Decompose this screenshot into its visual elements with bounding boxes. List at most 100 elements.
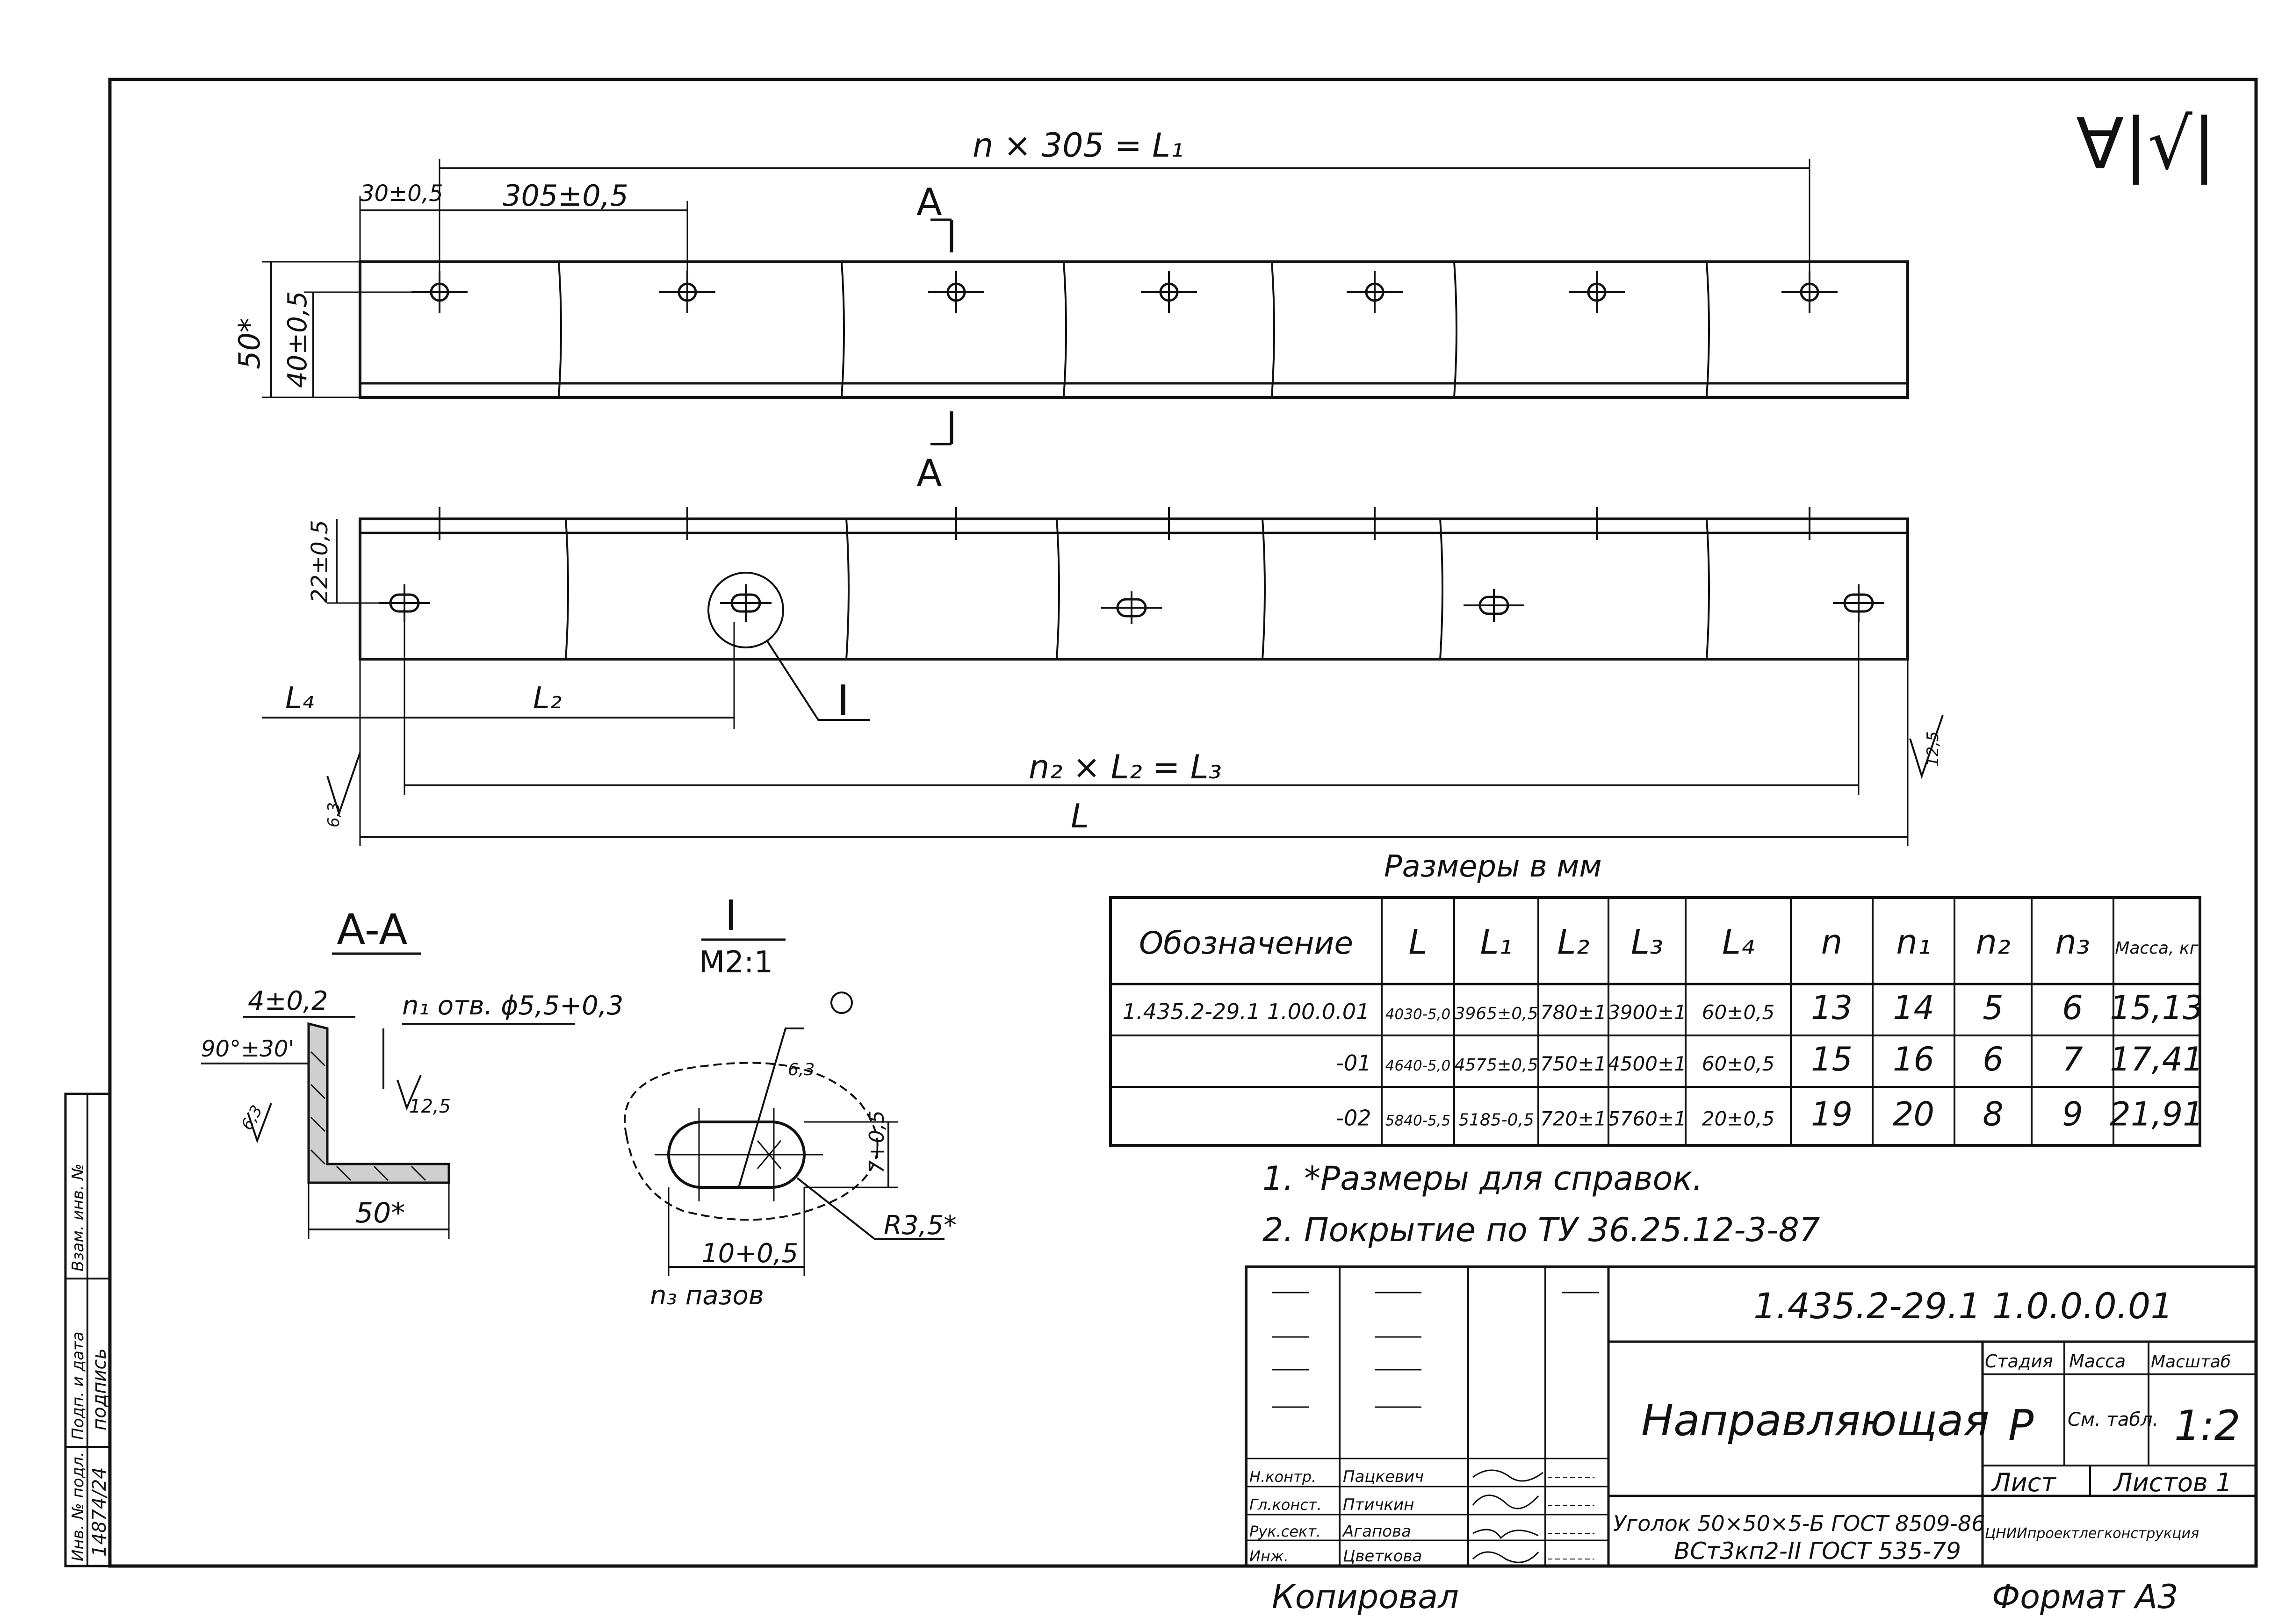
side-stamp-sign: Подп. и дата: [69, 1331, 87, 1440]
tb-name-4: Цветкова: [1343, 1547, 1422, 1566]
detail-i-height: 7+0,5: [865, 1110, 889, 1173]
tb-mass: См. табл.: [2068, 1409, 2158, 1430]
table-cell: 5760±1: [1608, 1107, 1687, 1130]
table-cell: -01: [1336, 1050, 1371, 1076]
detail-i-roughness: 6,3: [788, 1060, 815, 1079]
tb-role-1: Н.контр.: [1249, 1468, 1316, 1486]
section-aa-holes: n₁ отв. ϕ5,5+0,3: [402, 991, 623, 1021]
table-cell: 20±0,5: [1702, 1107, 1774, 1130]
table-cell: 4640-5,0: [1385, 1057, 1450, 1074]
section-aa-roughness-b: 12,5: [409, 1096, 451, 1117]
note-1: 1. *Размеры для справок.: [1262, 1159, 1703, 1198]
table-header-4: L₃: [1631, 922, 1663, 962]
tb-sheets: Листов 1: [2113, 1468, 2232, 1497]
table-header-10: Масса, кг: [2115, 939, 2199, 958]
dim-top-total: n × 305 = L₁: [973, 126, 1183, 165]
tb-col-mass: Масса: [2069, 1351, 2126, 1372]
dim-front-L4: L₄: [285, 681, 314, 716]
footer-copied: Копировал: [1272, 1578, 1459, 1616]
dim-top-pitch: 305±0,5: [503, 179, 628, 213]
corner-roughness-symbol: ∀|√|: [2076, 104, 2216, 185]
table-header-8: n₂: [1976, 922, 2011, 962]
dim-top-first: 30±0,5: [360, 180, 443, 207]
dim-front-slots: n₂ × L₂ = L₃: [1029, 748, 1222, 786]
table-cell: 720±1: [1540, 1107, 1607, 1130]
detail-i-title: I: [725, 891, 737, 941]
front-slots: [379, 584, 1884, 624]
table-cell: 20: [1893, 1095, 1934, 1134]
section-aa-title: A-A: [337, 905, 408, 955]
tb-name-1: Пацкевич: [1343, 1467, 1424, 1486]
top-holes: [411, 271, 1838, 313]
table-cell: 3900±1: [1608, 1001, 1687, 1024]
table-header-1: L: [1408, 922, 1427, 962]
section-mark-bottom: A: [916, 452, 942, 495]
table-header-9: n₃: [2055, 922, 2090, 962]
detail-i-note: n₃ пазов: [650, 1280, 764, 1311]
tb-material-1: Уголок 50×50×5-Б ГОСТ 8509-86: [1613, 1511, 1985, 1536]
table-cell: 4030-5,0: [1385, 1006, 1450, 1023]
section-mark-top: A: [916, 180, 942, 224]
tb-sheet: Лист: [1991, 1468, 2056, 1497]
dim-front-total: L: [1071, 797, 1089, 835]
table-cell: 15,13: [2110, 989, 2203, 1027]
note-2: 2. Покрытие по ТУ 36.25.12-3-87: [1262, 1211, 1820, 1249]
table-cell: 19: [1811, 1095, 1853, 1134]
table-caption: Размеры в мм: [1384, 849, 1602, 884]
tb-name: Направляющая: [1641, 1395, 1990, 1445]
table-cell: 780±1: [1540, 1001, 1607, 1024]
detail-i-radius: R3,5*: [884, 1210, 957, 1241]
detail-i-scale: M2:1: [699, 945, 773, 980]
sheet-frame: [108, 78, 2258, 1568]
table-cell: 750±1: [1540, 1052, 1607, 1075]
roughness-front-left: 6,3: [324, 802, 343, 827]
tb-role-2: Гл.конст.: [1249, 1496, 1322, 1514]
side-stamp-inv: Инв. № подл.: [69, 1452, 87, 1561]
tb-organization: ЦНИИпроектлегконструкция: [1985, 1525, 2199, 1542]
title-block: 1.435.2-29.1 1.0.0.0.01 Направляющая Ста…: [1245, 1265, 2257, 1567]
tb-role-3: Рук.сект.: [1249, 1523, 1321, 1540]
section-aa-thickness: 4±0,2: [248, 986, 328, 1016]
table-cell: 6: [1983, 1040, 2004, 1078]
table-cell: 14: [1893, 989, 1934, 1027]
table-cell: 16: [1893, 1040, 1934, 1078]
table-cell: 4575±0,5: [1454, 1056, 1538, 1075]
table-cell: 15: [1811, 1040, 1853, 1078]
table-cell: 6: [2062, 989, 2083, 1027]
top-view: n × 305 = L₁ 30±0,5 305±0,5 50* 40±0,5 A…: [232, 126, 1909, 495]
table-header-0: Обозначение: [1139, 925, 1353, 961]
tb-role-4: Инж.: [1249, 1547, 1289, 1565]
side-stamp-inv-value: 14874/24: [89, 1467, 110, 1557]
table-header-2: L₁: [1480, 922, 1513, 962]
tb-col-stage: Стадия: [1985, 1351, 2053, 1372]
tb-stage: Р: [2008, 1401, 2034, 1450]
table-header-5: L₄: [1722, 922, 1754, 962]
table-cell: 5: [1983, 989, 2004, 1027]
table-cell: 8: [1983, 1095, 2004, 1134]
tb-name-3: Агапова: [1342, 1522, 1411, 1541]
detail-i: I M2:1 6,3 7+0,5 R3,5* 10+0,5 n₃ пазов: [624, 891, 957, 1311]
side-stamp: Инв. № подл. Подп. и дата Взам. инв. № 1…: [64, 1092, 111, 1567]
table-cell: -02: [1336, 1106, 1371, 1131]
table-cell: 4500±1: [1608, 1052, 1687, 1075]
table-cell: 21,91: [2110, 1095, 2203, 1134]
front-view: I 22±0,5 L₄ L₂ n₂ × L₂ = L₃ L 6,3 12,5: [262, 507, 1944, 846]
table-cell: 3965±0,5: [1454, 1004, 1538, 1023]
section-aa: A-A 4±0,2 90°±30' n₁ отв. ϕ5,5+0,3 12,5 …: [201, 905, 623, 1239]
side-stamp-sign-value: подпись: [89, 1348, 110, 1430]
roughness-front-right: 12,5: [1924, 731, 1942, 767]
dim-top-height: 50*: [232, 318, 267, 369]
table-cell: 60±0,5: [1702, 1001, 1774, 1024]
dim-top-hole-edge: 40±0,5: [282, 291, 313, 388]
section-aa-flange: 50*: [355, 1197, 405, 1229]
tb-designation: 1.435.2-29.1 1.0.0.0.01: [1753, 1285, 2173, 1327]
table-header-6: n: [1821, 922, 1843, 962]
table-cell: 1.435.2-29.1 1.00.0.01: [1123, 999, 1370, 1024]
tb-col-scale: Масштаб: [2151, 1352, 2231, 1372]
dim-front-La: L₂: [533, 681, 562, 716]
detail-i-length: 10+0,5: [701, 1238, 798, 1269]
tb-name-2: Птичкин: [1343, 1495, 1414, 1514]
section-aa-angle: 90°±30': [201, 1036, 295, 1062]
